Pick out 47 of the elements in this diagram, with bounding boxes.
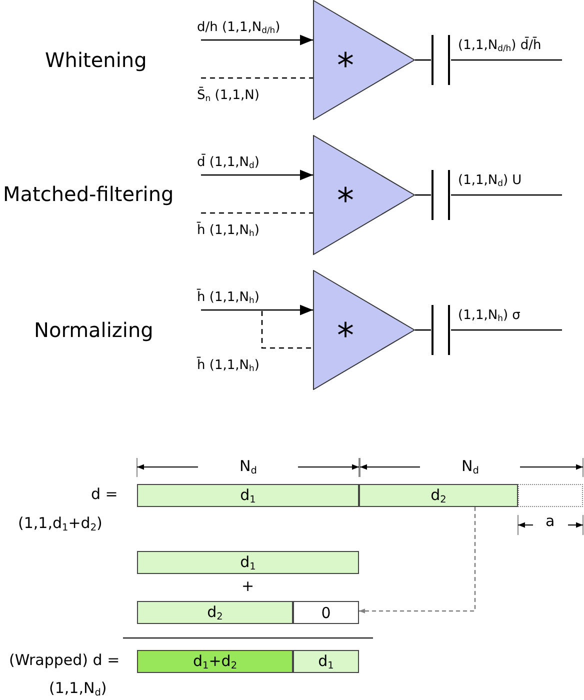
connector-line [415, 329, 431, 331]
edge-label: d/h (1,1,N$_{d/h}$) [197, 20, 280, 36]
dimension-label: a [546, 512, 555, 530]
array-segment: d$_{1}$+d$_{2}$ [137, 650, 293, 673]
equation-label: d = [91, 485, 118, 503]
connector-line [201, 77, 313, 79]
convolution-triangle: * [313, 0, 415, 120]
array-segment: d$_{1}$ [137, 551, 359, 574]
array-segment: d$_{1}$ [293, 650, 359, 673]
edge-label: h̄ (1,1,N$_{h}$) [197, 358, 260, 374]
edge-label: (1,1,N$_{h}$) σ [458, 308, 520, 324]
connector-line [201, 212, 313, 214]
array-segment: d$_{2}$ [137, 601, 293, 624]
arrow [201, 304, 313, 316]
row-title: Normalizing [34, 318, 154, 342]
edge-label: h̄ (1,1,N$_{h}$) [197, 290, 260, 306]
size-label: (1,1,d$_{1}$+d$_{2}$) [18, 514, 102, 534]
row-title: Whitening [45, 48, 147, 72]
connector-line [451, 194, 562, 196]
convolution-triangle: * [313, 135, 415, 255]
array-segment: d$_{2}$ [359, 484, 518, 507]
edge-label: (1,1,N$_{d}$) U [458, 173, 522, 188]
dimension-label: N$_{d}$ [462, 457, 479, 476]
array-segment: 0 [293, 601, 359, 624]
padding-segment [518, 484, 583, 507]
connector-line [415, 59, 431, 61]
array-segment: d$_{1}$ [137, 484, 359, 507]
edge-label: d̄ (1,1,N$_{d}$) [197, 155, 260, 170]
edge-label: S̄$_{n}$ (1,1,N) [197, 88, 260, 104]
connector-line [415, 194, 431, 196]
arrow [359, 507, 476, 614]
wrapping-symbol [431, 305, 451, 355]
size-label: (1,1,N$_{d}$) [49, 679, 107, 698]
connector-line [451, 59, 562, 61]
connector-line [451, 329, 562, 331]
row-title: Matched-filtering [3, 182, 174, 206]
edge-label: (1,1,N$_{d/h}$) d̄/h̄ [458, 38, 542, 54]
arrow [201, 170, 313, 180]
connector-line [261, 311, 313, 349]
convolution-triangle: * [313, 270, 415, 390]
wrapping-symbol [431, 170, 451, 220]
arrow [201, 34, 313, 46]
plus-sign: + [242, 577, 254, 595]
edge-label: h̄ (1,1,N$_{h}$) [197, 223, 260, 238]
equation-label: (Wrapped) d = [9, 651, 120, 669]
dimension-label: N$_{d}$ [240, 457, 257, 476]
wrapping-symbol [431, 35, 451, 85]
